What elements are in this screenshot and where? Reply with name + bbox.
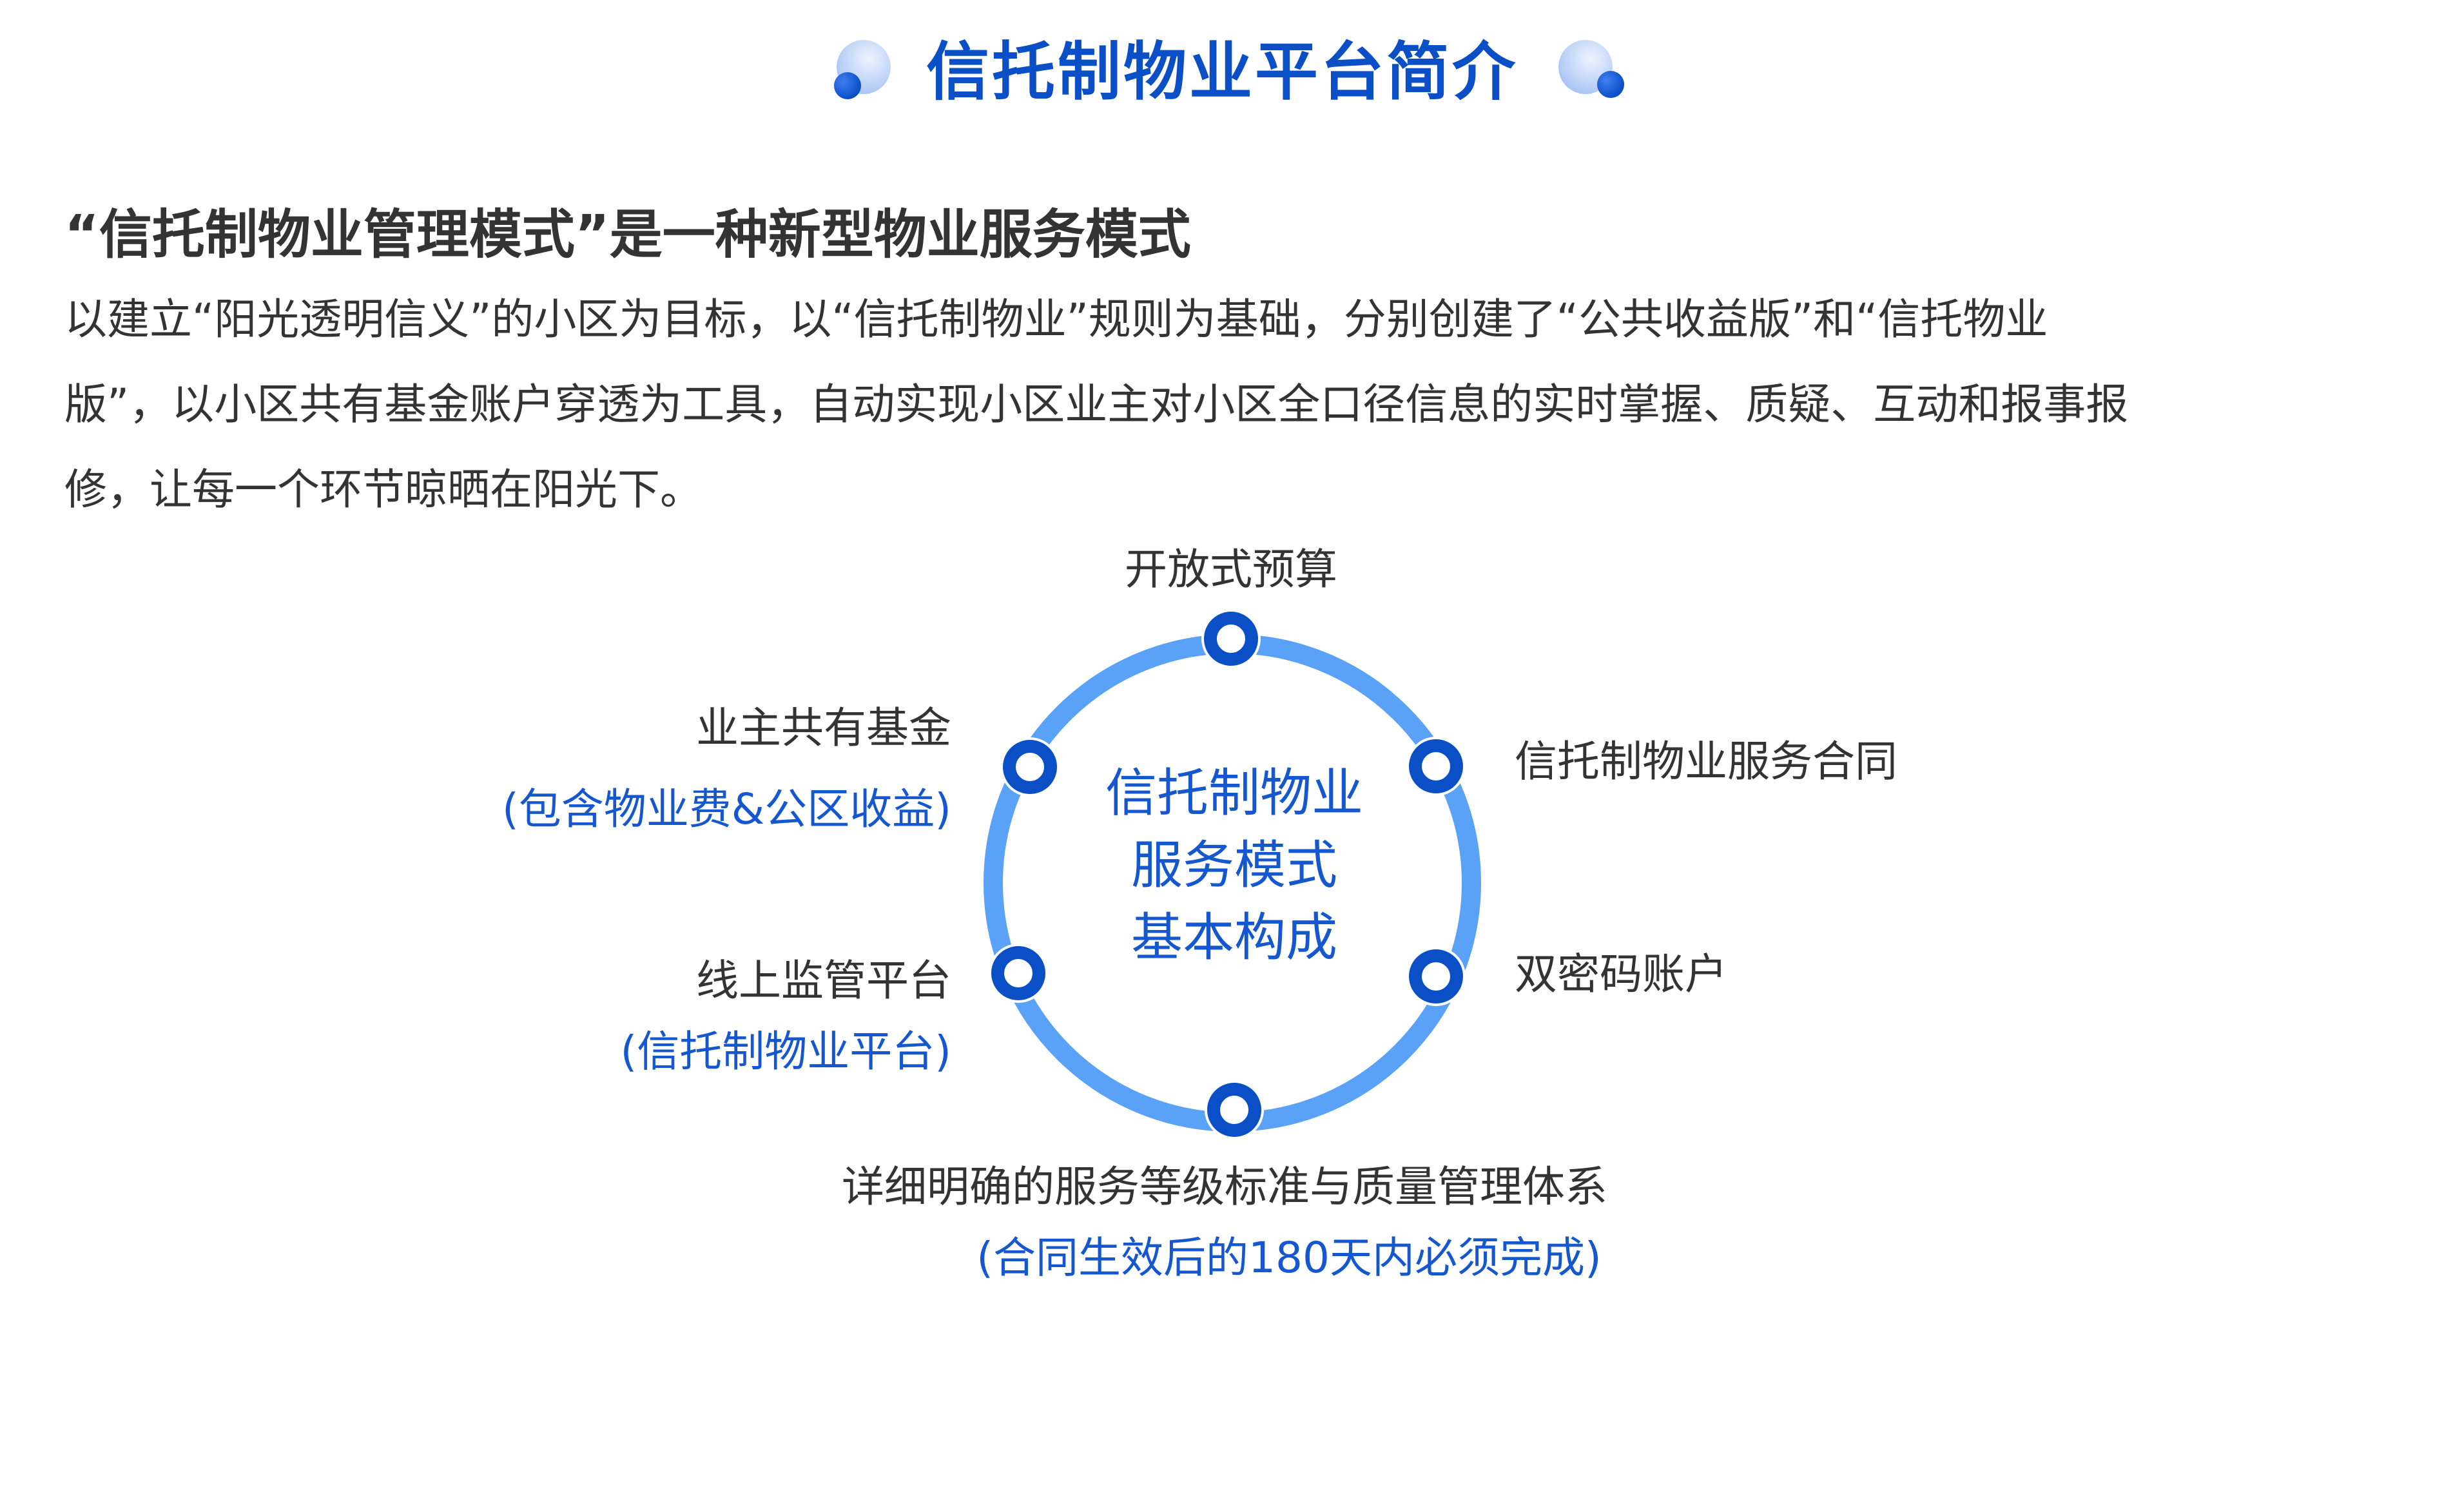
center-line: 基本构成 xyxy=(1131,907,1337,967)
intro-paragraph-line: 修，让每一个环节晾晒在阳光下。 xyxy=(64,465,703,514)
node-lower-right-label: 双密码账户 xyxy=(1515,949,1727,999)
center-line: 服务模式 xyxy=(1131,835,1337,895)
cycle-nodes xyxy=(989,609,1466,1139)
node-bottom-sublabel: (合同生效后的180天内必须完成) xyxy=(976,1233,1602,1283)
node-lower-right-ring xyxy=(1409,949,1463,1003)
node-lower-left-sublabel: (信托制物业平台) xyxy=(620,1027,952,1076)
node-upper-right-label: 信托制物业服务合同 xyxy=(1515,737,1897,786)
intro-paragraph-line: 以建立“阳光透明信义”的小区为目标，以“信托制物业”规则为基础，分别创建了“公共… xyxy=(64,295,2048,344)
page-title: 信托制物业平台简介 xyxy=(926,35,1518,109)
node-bottom-ring xyxy=(1207,1083,1261,1137)
node-upper-left-ring xyxy=(1003,740,1057,794)
intro-subtitle: “信托制物业管理模式”是一种新型物业服务模式 xyxy=(64,204,1191,266)
center-line: 信托制物业 xyxy=(1105,763,1363,823)
intro-paragraph: 以建立“阳光透明信义”的小区为目标，以“信托制物业”规则为基础，分别创建了“公共… xyxy=(64,277,2398,532)
node-top-label: 开放式预算 xyxy=(1125,545,1337,594)
node-lower-left-ring xyxy=(991,946,1045,1000)
node-lower-left-label: 线上监管平台 xyxy=(696,956,951,1005)
node-upper-right-ring xyxy=(1409,739,1463,793)
diagram-center-label: 信托制物业 服务模式 基本构成 xyxy=(1015,757,1453,974)
title-decoration-left-small xyxy=(834,72,861,99)
node-bottom-label: 详细明确的服务等级标准与质量管理体系 xyxy=(842,1162,1607,1212)
node-top-ring xyxy=(1204,612,1258,666)
node-upper-left-sublabel: (包含物业费&公区收益) xyxy=(502,784,951,834)
title-decoration-right-small xyxy=(1597,71,1624,98)
intro-paragraph-line: 版”，以小区共有基金账户穿透为工具，自动实现小区业主对小区全口径信息的实时掌握、… xyxy=(64,380,2129,429)
node-upper-left-label: 业主共有基金 xyxy=(696,703,951,753)
